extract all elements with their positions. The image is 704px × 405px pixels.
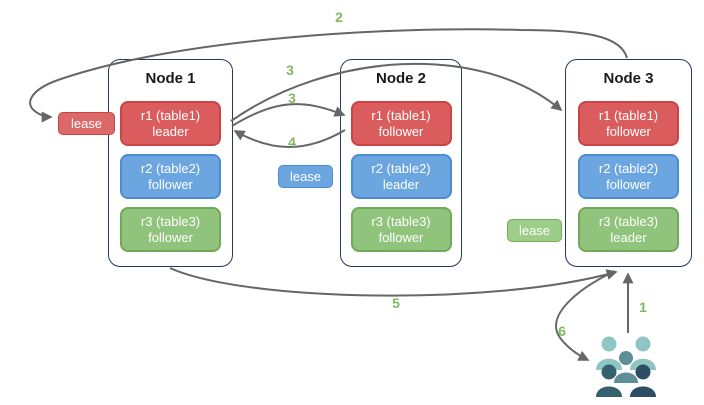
replica-role: follower — [148, 176, 193, 192]
user-middle — [614, 351, 638, 383]
arrow-5-node1-to-node3 — [169, 267, 618, 297]
replica-role: follower — [378, 123, 424, 139]
replica-name: r1 (table1) — [140, 107, 201, 123]
replica-name: r3 (table3) — [598, 213, 659, 229]
step-number-5: 5 — [392, 295, 400, 311]
node-2-title: Node 2 — [375, 70, 426, 87]
replica-role: follower — [378, 229, 424, 245]
node-3-replica-r2: r2 (table2) follower — [578, 154, 679, 199]
replica-role: follower — [606, 123, 651, 139]
step-number-3b: 3 — [288, 90, 296, 106]
node-2-replica-r3: r3 (table3) follower — [350, 207, 452, 252]
replica-role: leader — [610, 229, 647, 245]
replica-name: r2 (table2) — [371, 160, 431, 176]
users-dark-row — [596, 364, 656, 397]
node-2-replica-r2: r2 (table2) leader — [350, 154, 452, 199]
node-3-replica-r3: r3 (table3) leader — [578, 207, 679, 252]
node-1-replica-r2: r2 (table2) follower — [120, 154, 221, 199]
node-2: Node 2 r1 (table1) follower r2 (table2) … — [340, 59, 462, 267]
node-1-replica-r3: r3 (table3) follower — [120, 207, 221, 252]
replica-name: r3 (table3) — [140, 213, 201, 229]
step-number-6: 6 — [558, 323, 566, 339]
step-number-2: 2 — [335, 9, 343, 25]
node-3-title: Node 3 — [603, 70, 654, 87]
step-number-3a: 3 — [286, 62, 294, 78]
node-1: Node 1 r1 (table1) leader r2 (table2) fo… — [108, 59, 233, 267]
step-number-4: 4 — [288, 134, 296, 150]
node-3-replica-r1: r1 (table1) follower — [578, 101, 679, 146]
replica-name: r2 (table2) — [598, 160, 659, 176]
users-group-icon — [596, 336, 656, 397]
node-1-replica-r1: r1 (table1) leader — [120, 101, 221, 146]
step-number-1: 1 — [639, 299, 647, 315]
arrow-3-node1-to-node2 — [231, 103, 346, 127]
node-2-replica-r1: r1 (table1) follower — [350, 101, 452, 146]
node-1-title: Node 1 — [145, 70, 196, 87]
replica-role: follower — [606, 176, 651, 192]
replica-name: r2 (table2) — [140, 160, 201, 176]
replica-role: leader — [382, 176, 420, 192]
lease-badge-table1: lease — [58, 112, 115, 135]
lease-badge-table3: lease — [507, 219, 562, 242]
replica-name: r1 (table1) — [598, 107, 659, 123]
node-3: Node 3 r1 (table1) follower r2 (table2) … — [565, 59, 692, 267]
replica-role: leader — [152, 123, 189, 139]
replica-name: r1 (table1) — [371, 107, 431, 123]
replica-name: r3 (table3) — [371, 213, 431, 229]
replica-role: follower — [148, 229, 193, 245]
lease-badge-table2: lease — [278, 165, 333, 188]
